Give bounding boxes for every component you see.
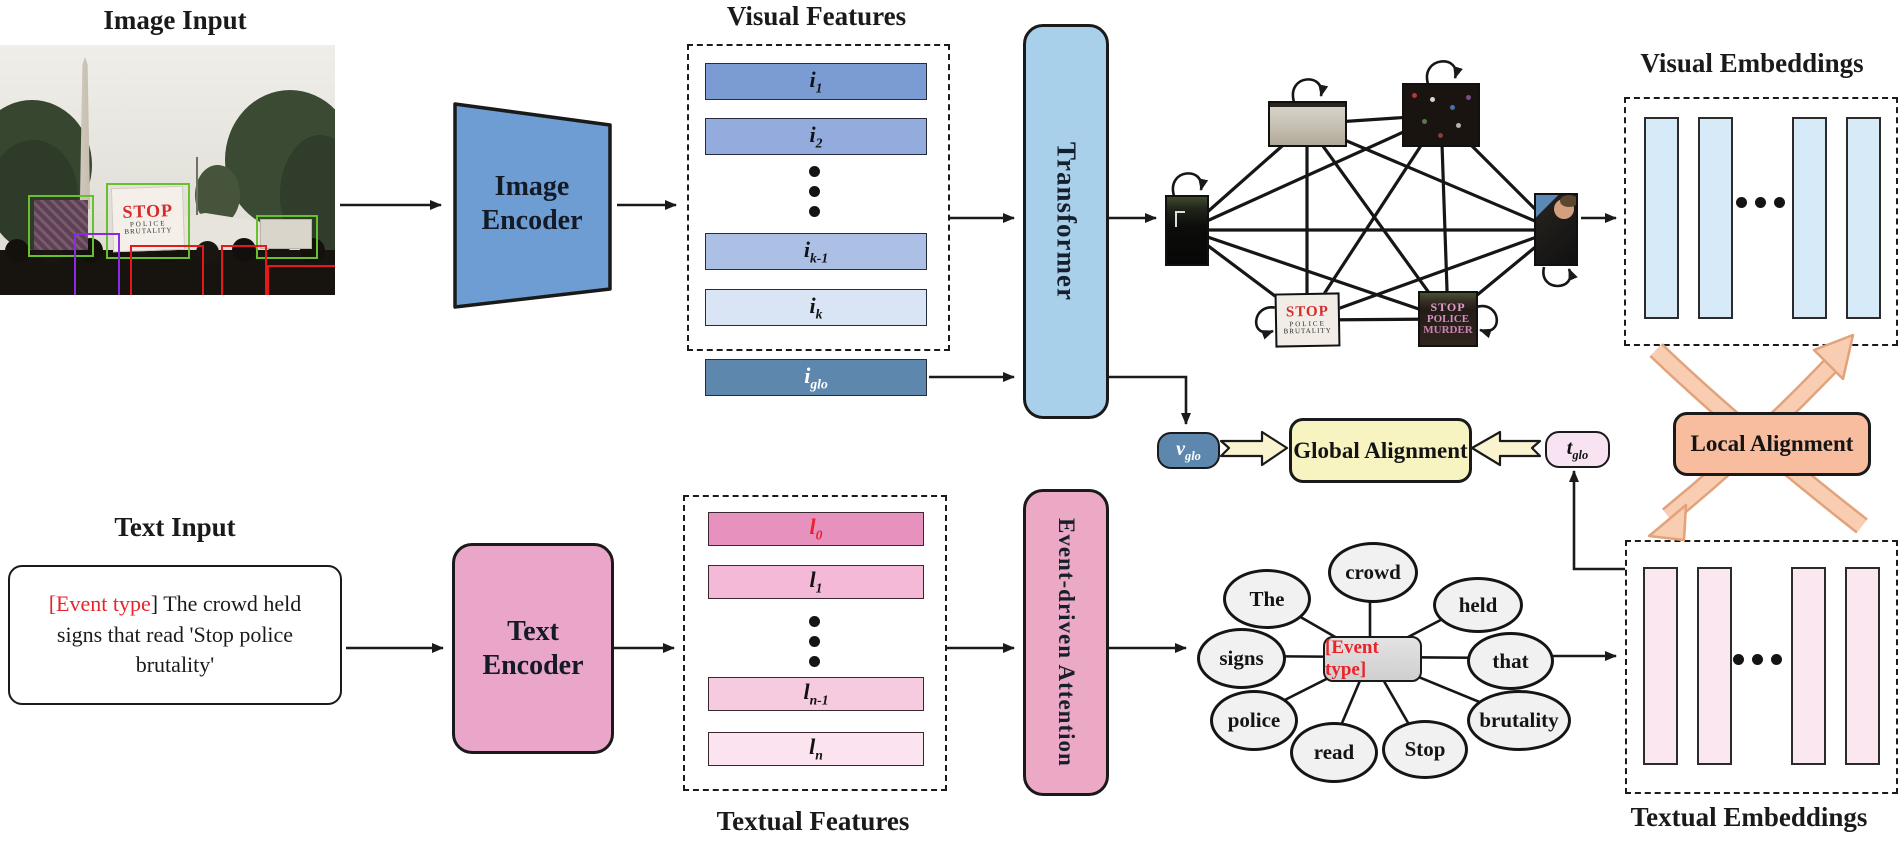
- text-encoder-block: Text Encoder: [452, 543, 614, 754]
- text-input-title: Text Input: [114, 512, 236, 542]
- input-photo: STOP POLICE BRUTALITY: [0, 45, 335, 295]
- visual-embedding-bar: [1698, 117, 1733, 319]
- word-node-read: read: [1290, 722, 1378, 783]
- bbox-red: [267, 265, 335, 295]
- textual-embeddings-title: Textual Embeddings: [1630, 802, 1868, 832]
- bbox-green: [106, 183, 190, 259]
- image-encoder-line1: Image: [494, 171, 570, 202]
- bbox-purple: [74, 233, 120, 295]
- textual-features-ellipsis: [809, 616, 820, 667]
- global-visual-feature-bar: iglo: [705, 359, 927, 396]
- visual-features-title: Visual Features: [726, 1, 907, 31]
- self-loop-arrows: [1171, 60, 1578, 340]
- visual-feature-bar-i2: i2: [705, 118, 927, 155]
- graph-node-phone-person: [1534, 193, 1578, 266]
- graph-node-person-hair: [1560, 195, 1576, 207]
- visual-graph-edges: [1185, 113, 1558, 322]
- local-alignment-box: Local Alignment: [1673, 412, 1871, 476]
- transformer-block: Transformer: [1023, 24, 1109, 419]
- word-node-the: The: [1223, 569, 1311, 629]
- text-input-content: [Event type] The crowd held signs that r…: [30, 589, 320, 681]
- ribbon-arrowhead-down: [1647, 503, 1688, 542]
- global-alignment-label: Global Alignment: [1293, 437, 1468, 463]
- textual-embedding-bar: [1845, 567, 1880, 765]
- bbox-green: [28, 195, 94, 257]
- transformer-label: Transformer: [1051, 142, 1082, 301]
- global-alignment-box: Global Alignment: [1289, 418, 1472, 483]
- event-attention-label: Event-driven Attention: [1054, 518, 1079, 767]
- stop-sign-text3: BRUTALITY: [1283, 326, 1332, 336]
- bbox-red: [130, 245, 204, 295]
- event-type-center-label: [Event type]: [1325, 637, 1379, 680]
- graph-node-banner: [1268, 101, 1347, 147]
- textual-feature-bar-ln: ln: [708, 732, 924, 766]
- visual-embeddings-ellipsis: [1736, 197, 1785, 208]
- word-node-signs: signs: [1197, 628, 1286, 689]
- murder-sign-text: STOP: [1430, 300, 1466, 315]
- text-input-box: [Event type] The crowd held signs that r…: [8, 565, 342, 705]
- washington-monument: [79, 57, 91, 209]
- v-glo-node: vglo: [1157, 432, 1220, 469]
- textual-embedding-bar: [1697, 567, 1732, 765]
- visual-features-ellipsis: [809, 166, 820, 217]
- tglo-to-global-arrow: [1470, 430, 1542, 467]
- graph-node-murder-sign: STOP POLICE MURDER: [1418, 291, 1478, 347]
- local-alignment-label: Local Alignment: [1690, 431, 1854, 456]
- t-glo-node: tglo: [1545, 431, 1610, 468]
- text-encoder-line2: Encoder: [482, 649, 584, 681]
- image-input-title: Image Input: [103, 5, 247, 35]
- event-attention-block: Event-driven Attention: [1023, 489, 1109, 796]
- crowd-head: [5, 239, 29, 263]
- graph-node-stop-sign: STOP POLICE BRUTALITY: [1274, 292, 1341, 348]
- visual-feature-bar-ik-1: ik-1: [705, 233, 927, 270]
- visual-embedding-bar: [1846, 117, 1881, 319]
- flagpole: [196, 157, 198, 215]
- bbox-red: [221, 245, 267, 295]
- visual-embeddings-title: Visual Embeddings: [1640, 48, 1864, 78]
- word-node-stop: Stop: [1382, 720, 1468, 779]
- event-type-tag: [Event type: [48, 590, 151, 616]
- graph-node-crowd-detail: [1412, 93, 1417, 98]
- textual-feature-bar-l0: l0: [708, 512, 924, 546]
- textual-embeddings-box: [1625, 540, 1898, 794]
- visual-embedding-bar: [1792, 117, 1827, 319]
- word-node-that: that: [1467, 632, 1554, 690]
- word-node-crowd: crowd: [1328, 542, 1418, 603]
- text-encoder-line1: Text: [507, 615, 559, 647]
- word-node-brutality: brutality: [1467, 690, 1571, 751]
- visual-embedding-bar: [1644, 117, 1679, 319]
- image-encoder-line2: Encoder: [481, 204, 583, 236]
- textual-embedding-bar: [1791, 567, 1826, 765]
- graph-node-person-detail: [1175, 211, 1185, 227]
- textual-feature-bar-ln-1: ln-1: [708, 677, 924, 711]
- textual-feature-bar-l1: l1: [708, 565, 924, 599]
- bbox-green: [256, 215, 318, 259]
- textual-features-title: Textual Features: [716, 806, 910, 836]
- graph-node-crowd: [1402, 83, 1480, 147]
- visual-feature-bar-i1: i1: [705, 63, 927, 100]
- word-node-police: police: [1210, 690, 1298, 751]
- photo-banner: [260, 219, 312, 249]
- word-node-held: held: [1433, 577, 1523, 633]
- vglo-to-global-arrow: [1219, 430, 1289, 467]
- stop-sign-text: STOP: [1285, 303, 1329, 321]
- visual-features-box: [687, 44, 950, 351]
- murder-sign-text3: MURDER: [1423, 324, 1473, 337]
- textual-features-box: [683, 495, 947, 791]
- textual-embedding-bar: [1643, 567, 1678, 765]
- graph-node-person: [1165, 195, 1209, 266]
- crowd-head: [232, 238, 256, 262]
- visual-feature-bar-ik: ik: [705, 289, 927, 326]
- photo-sign-colorful: [34, 200, 88, 250]
- event-type-center-node: [Event type]: [1323, 636, 1422, 682]
- textual-embeddings-ellipsis: [1733, 654, 1782, 665]
- image-encoder-label: Image Encoder: [452, 170, 612, 237]
- text-input-sentence: ] The crowd held signs that read 'Stop p…: [56, 590, 302, 678]
